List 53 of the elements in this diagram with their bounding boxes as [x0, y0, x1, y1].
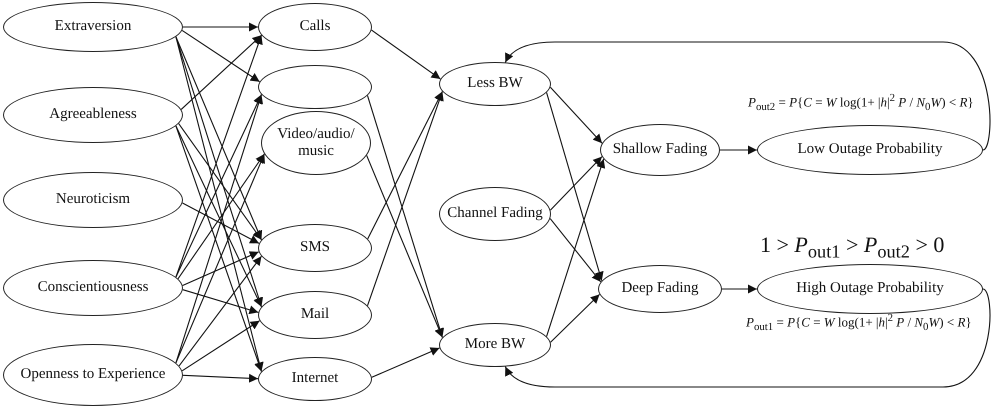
ellipse-node: More BW	[439, 323, 551, 367]
formula-text: P$_{out2}$ = P{C = W log(1+ |h|$^{2}$ P / N$_{0}$W) < R}	[748, 92, 974, 113]
arrow	[175, 36, 264, 372]
arrow	[366, 91, 444, 306]
arrow	[366, 95, 444, 338]
arrow	[182, 320, 260, 372]
formula-text: 1 > P$_{out1}$ > P$_{out2}$ > 0	[760, 232, 944, 262]
arrow	[175, 36, 262, 240]
arrow	[550, 86, 602, 144]
ellipse-node: Neuroticism	[3, 172, 183, 228]
arrow	[182, 251, 259, 286]
arrow	[180, 34, 262, 110]
arrow	[182, 374, 258, 383]
arrow	[178, 123, 262, 240]
arrow	[175, 94, 262, 278]
ellipse-node: Deep Fading	[598, 265, 722, 313]
arrow	[720, 146, 757, 154]
arrow	[175, 126, 262, 307]
formula-text: P$_{out1}$ = P{C = W log(1+ |h|$^{2}$ P / N$_{0}$W) < R}	[746, 312, 972, 333]
arrow	[178, 154, 265, 280]
ellipse-node: Agreeableness	[3, 87, 183, 143]
arrow	[178, 256, 262, 366]
arrow	[550, 218, 602, 282]
ellipse-node: Conscientiousness	[3, 260, 183, 316]
arrow	[546, 158, 606, 337]
arrow	[175, 154, 265, 364]
arrow	[546, 92, 604, 281]
arrow	[550, 156, 602, 211]
arrow	[183, 22, 258, 32]
arrow	[550, 294, 600, 343]
ellipse-node: Shallow Fading	[600, 124, 720, 176]
ellipse-node	[258, 65, 372, 109]
ellipse-node: Low Outage Probability	[757, 125, 983, 175]
arrow	[182, 289, 258, 314]
ellipse-node: Internet	[258, 357, 372, 401]
arrow	[366, 155, 444, 338]
ellipse-node: Less BW	[439, 62, 551, 106]
ellipse-node: Extraversion	[3, 2, 183, 52]
arrow	[504, 288, 990, 388]
ellipse-node: Openness to Experience	[3, 344, 183, 406]
arrow	[182, 202, 260, 244]
ellipse-node: Video/audio/ music	[261, 111, 371, 175]
arrow	[372, 347, 440, 378]
arrow	[371, 30, 441, 80]
ellipse-node: High Outage Probability	[757, 264, 983, 314]
ellipse-node: Calls	[258, 3, 372, 51]
ellipse-node: Channel Fading	[439, 187, 551, 241]
ellipse-node: SMS	[258, 224, 372, 272]
ellipse-node: Mail	[258, 291, 372, 339]
arrow	[722, 284, 757, 294]
arrow	[367, 91, 443, 240]
arrow	[182, 30, 260, 82]
arrow	[504, 41, 990, 150]
